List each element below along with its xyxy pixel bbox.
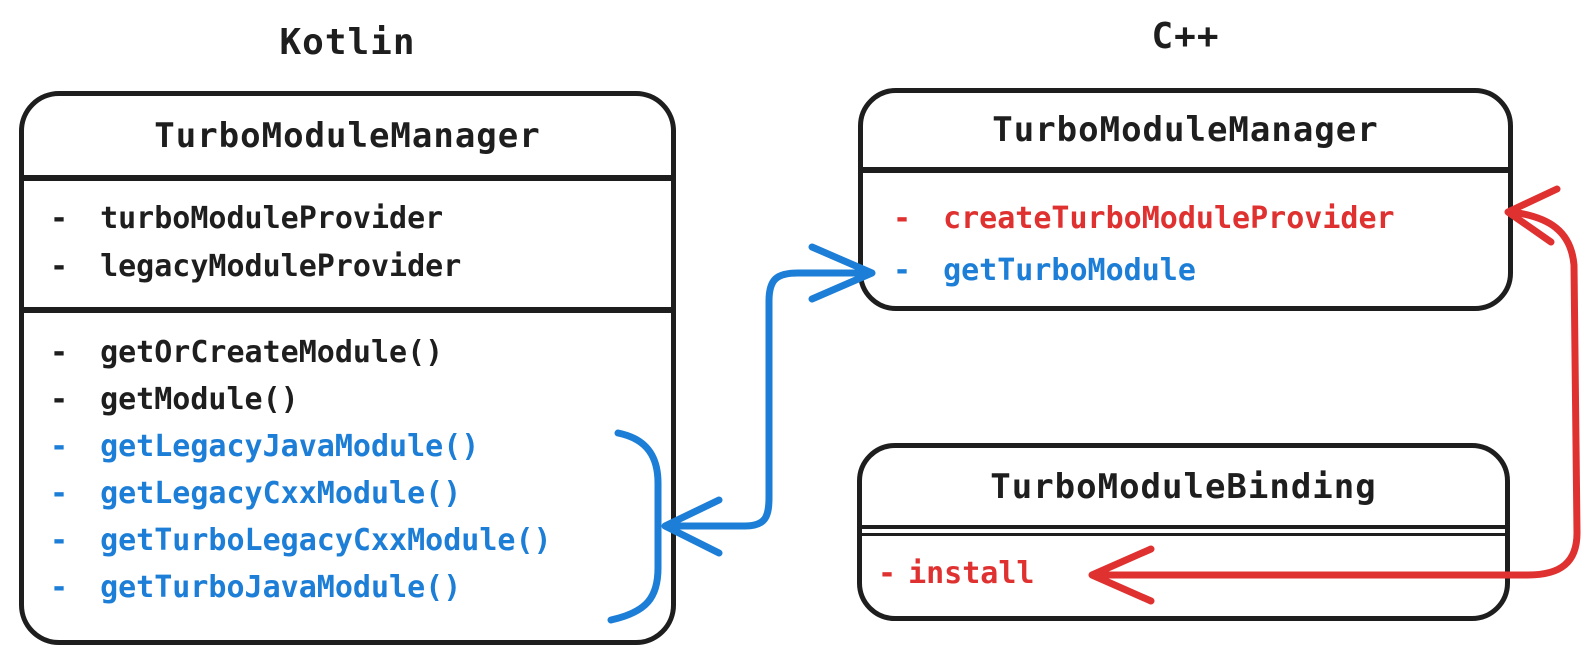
visibility-dash: - xyxy=(893,200,912,236)
methods-section: - install xyxy=(862,536,1505,598)
class-title: TurboModuleManager xyxy=(154,115,541,156)
method-name: install xyxy=(908,555,1035,591)
visibility-dash: - xyxy=(50,382,69,417)
class-title: TurboModuleManager xyxy=(992,110,1379,150)
visibility-dash: - xyxy=(50,429,69,464)
method-row: - createTurboModuleProvider xyxy=(893,192,1508,244)
methods-section: - getOrCreateModule() - getModule() - ge… xyxy=(24,313,671,611)
group-label-cpp: C++ xyxy=(1151,16,1220,57)
visibility-dash: - xyxy=(50,570,69,605)
method-name: getOrCreateModule() xyxy=(100,335,444,370)
header-divider xyxy=(862,525,1505,536)
class-box-cpp-turbomodulemanager: TurboModuleManager - createTurboModulePr… xyxy=(858,88,1513,311)
class-box-kotlin-turbomodulemanager: TurboModuleManager - turboModuleProvider… xyxy=(19,91,676,645)
group-label-kotlin: Kotlin xyxy=(279,22,416,63)
section-divider xyxy=(24,307,671,313)
method-row: - install xyxy=(878,548,1505,598)
visibility-dash: - xyxy=(50,476,69,511)
method-name: getLegacyCxxModule() xyxy=(100,476,462,511)
class-box-cpp-turbomodulebinding: TurboModuleBinding - install xyxy=(857,443,1510,621)
header-divider xyxy=(863,167,1508,173)
method-name: getModule() xyxy=(100,382,299,417)
visibility-dash: - xyxy=(50,200,69,236)
method-row: - getModule() xyxy=(50,376,671,423)
method-row: - getLegacyJavaModule() xyxy=(50,423,671,470)
class-title: TurboModuleBinding xyxy=(990,466,1377,507)
methods-section: - createTurboModuleProvider - getTurboMo… xyxy=(863,173,1508,296)
attribute-name: legacyModuleProvider xyxy=(100,248,462,284)
method-name: getTurboModule xyxy=(943,252,1196,288)
method-row: - getTurboModule xyxy=(893,244,1508,296)
attributes-section: - turboModuleProvider - legacyModuleProv… xyxy=(24,181,671,307)
visibility-dash: - xyxy=(893,252,912,288)
visibility-dash: - xyxy=(50,248,69,284)
visibility-dash: - xyxy=(878,555,897,591)
method-name: createTurboModuleProvider xyxy=(943,200,1395,236)
kotlin-cpp-bridge-arrow xyxy=(661,243,876,557)
visibility-dash: - xyxy=(50,523,69,558)
method-name: getTurboLegacyCxxModule() xyxy=(100,523,552,558)
attribute-name: turboModuleProvider xyxy=(100,200,444,236)
visibility-dash: - xyxy=(50,335,69,370)
arrowhead-top xyxy=(1504,185,1561,246)
attribute-row: - legacyModuleProvider xyxy=(50,242,671,290)
method-name: getLegacyJavaModule() xyxy=(100,429,480,464)
attribute-row: - turboModuleProvider xyxy=(50,194,671,242)
method-row: - getTurboLegacyCxxModule() xyxy=(50,517,671,564)
method-name: getTurboJavaModule() xyxy=(100,570,462,605)
method-row: - getLegacyCxxModule() xyxy=(50,470,671,517)
method-row: - getOrCreateModule() xyxy=(50,329,671,376)
header-divider xyxy=(24,175,671,181)
method-row: - getTurboJavaModule() xyxy=(50,564,671,611)
